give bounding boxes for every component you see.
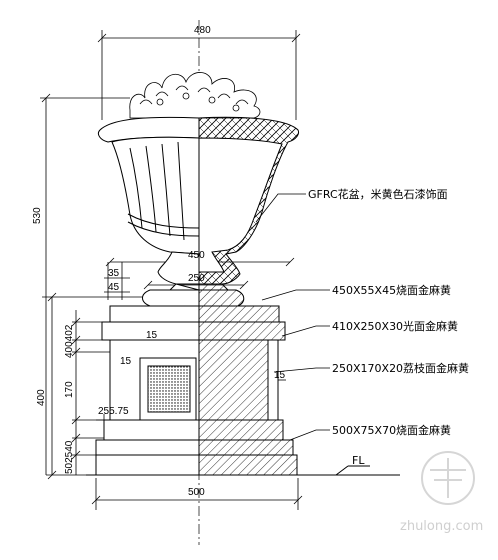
urn-section [198,116,299,307]
dim-top-width: 480 [194,25,211,36]
dim-neck-width: 250 [188,273,205,284]
pedestal-cap [101,305,286,341]
note-cap-stone: 450X55X45烧面金麻黄 [332,283,451,297]
dim-bottom-chain: 502540 [64,440,75,474]
dim-total-height: 530 [32,207,43,224]
ground-line [86,465,400,476]
note-panel-stone: 250X170X20荔枝面金麻黄 [332,361,469,375]
dim-left-chain: 400402 [64,324,75,358]
dim-bottom-small: 255.75 [98,406,129,417]
leader-lines [255,193,330,441]
urn-elevation [97,116,200,307]
dim-cap-width: 450 [188,250,205,261]
watermark-logo [421,451,475,505]
floor-level-label: FL [352,454,365,467]
plant-foliage [129,72,261,119]
dim-base-width: 500 [188,487,205,498]
dim-offset-c: 15 [274,370,286,381]
pedestal-body [95,339,298,476]
note-base-stone: 500X75X70烧面金麻黄 [332,423,451,437]
dim-mid-height: 170 [64,381,75,398]
dim-offset-a: 15 [146,330,158,341]
watermark-text: zhulong.com [400,519,483,534]
note-body-stone: 410X250X30光面金麻黄 [332,319,458,333]
dim-step-b: 45 [108,282,120,293]
dim-step-a: 35 [108,268,120,279]
note-gfrc-planter: GFRC花盆，米黄色石漆饰面 [308,187,448,201]
dim-offset-b: 15 [120,356,132,367]
dim-pedestal-height: 400 [36,389,47,406]
